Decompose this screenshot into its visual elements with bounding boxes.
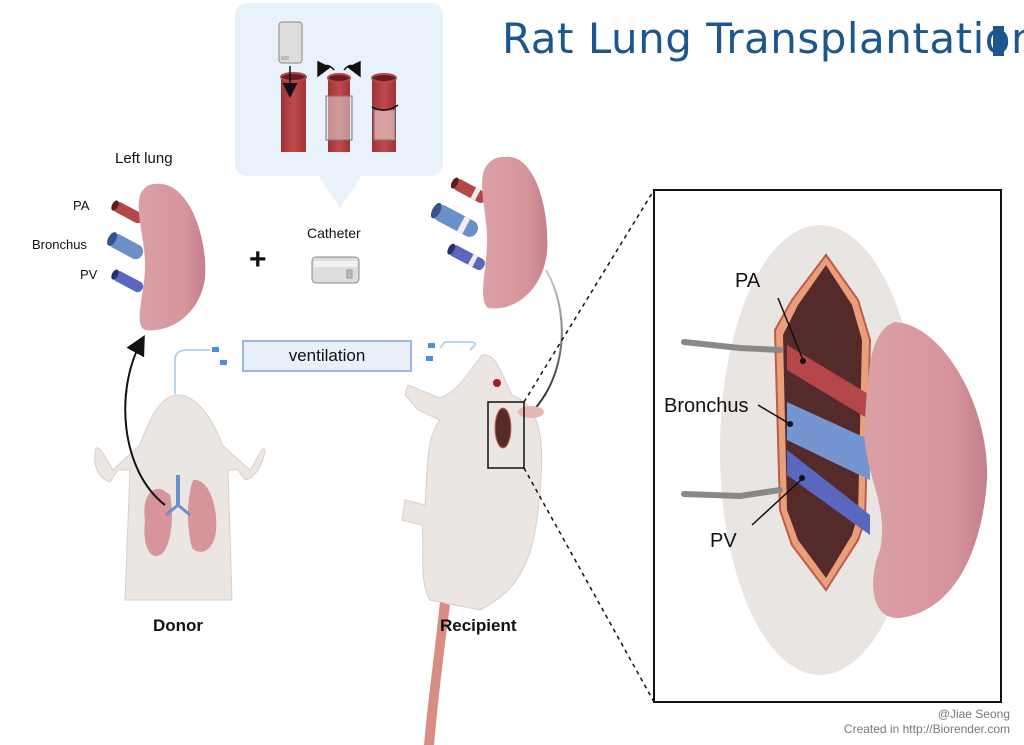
page-title: Rat Lung Transplantation	[502, 14, 1024, 63]
credit-source: Created in http://Biorender.com	[843, 722, 1010, 736]
inset-label-bronchus: Bronchus	[664, 395, 749, 417]
zoom-guide-bottom	[523, 467, 655, 703]
left-lung-graft	[107, 183, 206, 331]
harvest-arrow-icon	[124, 334, 166, 506]
recipient-label: Recipient	[440, 616, 517, 635]
catheter-icon	[311, 256, 360, 284]
credit-author: @Jiae Seong	[937, 707, 1010, 721]
left-lung-label-bronchus: Bronchus	[32, 237, 87, 252]
incision-highlight-box	[487, 401, 525, 469]
inset-label-pv: PV	[710, 530, 737, 552]
donor-label: Donor	[153, 616, 204, 635]
plus-symbol: +	[249, 243, 267, 276]
donor-rat	[94, 347, 266, 601]
catheter-label: Catheter	[307, 225, 361, 241]
left-lung-heading: Left lung	[115, 150, 173, 167]
left-lung-label-pv: PV	[80, 267, 98, 282]
catheter-steps-bubble	[235, 3, 443, 208]
zoom-guide-top	[523, 189, 655, 403]
title-accent-bar	[993, 26, 1004, 56]
left-lung-label-pa: PA	[73, 198, 90, 213]
inset-label-pa: PA	[735, 270, 761, 292]
ventilation-label: ventilation	[242, 340, 412, 372]
surgical-inset	[653, 189, 1002, 703]
cuffed-lung-graft	[430, 156, 548, 309]
recipient-rat	[401, 341, 544, 745]
